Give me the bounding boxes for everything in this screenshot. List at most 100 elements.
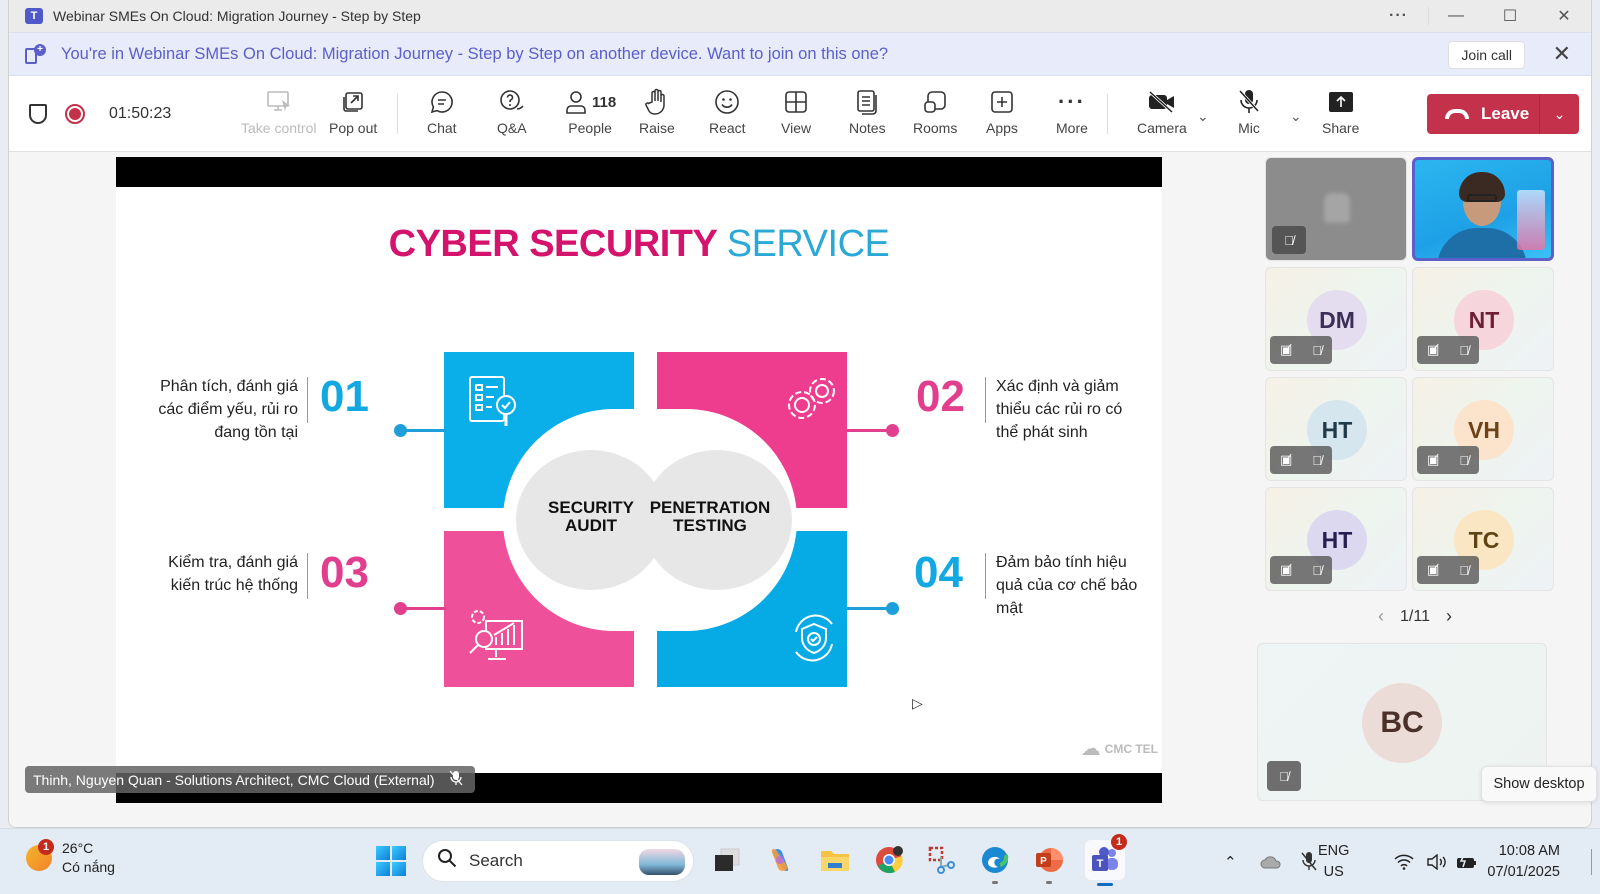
start-button-windows-icon[interactable] xyxy=(376,846,406,876)
wifi-icon[interactable] xyxy=(1394,829,1414,894)
teams-window: T Webinar SMEs On Cloud: Migration Journ… xyxy=(8,0,1592,828)
task-view-icon[interactable] xyxy=(710,843,744,877)
leave-options-chevron-icon[interactable]: ⌄ xyxy=(1539,94,1579,134)
svg-text:P: P xyxy=(1040,856,1047,867)
mic-off-icon: 🎙̸ xyxy=(1459,342,1469,358)
onedrive-cloud-icon[interactable] xyxy=(1260,829,1282,894)
participant-tile[interactable]: TC ▣̸🎙̸ xyxy=(1412,487,1554,591)
camera-mic-off-indicator: ▣̸🎙̸ xyxy=(1417,446,1479,474)
svg-text:T: T xyxy=(1097,858,1104,870)
view-button[interactable]: View xyxy=(781,86,811,146)
cloud-logo-icon: ☁ xyxy=(1080,738,1101,760)
item-03-description: Kiểm tra, đánh giá kiến trúc hệ thống xyxy=(168,554,298,594)
search-highlight-image xyxy=(639,849,685,875)
teams-taskbar-icon[interactable]: T 1 xyxy=(1085,834,1127,886)
raise-hand-button[interactable]: Raise xyxy=(639,86,675,146)
mic-off-icon xyxy=(1237,86,1261,118)
participant-tile[interactable]: HT ▣̸🎙̸ xyxy=(1265,377,1407,481)
notification-badge: 1 xyxy=(1111,834,1127,850)
mic-muted-icon xyxy=(449,770,463,789)
close-window-button[interactable]: ✕ xyxy=(1557,8,1571,25)
divider-line xyxy=(985,377,986,423)
battery-charging-icon[interactable] xyxy=(1456,829,1478,894)
add-app-icon xyxy=(990,86,1014,118)
edge-icon[interactable] xyxy=(978,843,1012,884)
camera-off-icon: ▣̸ xyxy=(1426,562,1440,577)
apps-button[interactable]: Apps xyxy=(986,86,1018,146)
weather-description: Có nắng xyxy=(62,859,115,875)
mic-off-icon: 🎙̸ xyxy=(1459,562,1469,578)
minimize-button[interactable]: — xyxy=(1448,7,1464,24)
powerpoint-icon[interactable]: P xyxy=(1032,843,1066,884)
chat-button[interactable]: Chat xyxy=(427,86,457,146)
input-language-indicator[interactable]: ENG US xyxy=(1318,843,1350,880)
camera-off-icon: ▣̸ xyxy=(1426,342,1440,357)
penetration-testing-circle xyxy=(642,450,792,590)
mic-options-chevron-icon[interactable]: ⌄ xyxy=(1290,108,1302,124)
connector-dot xyxy=(886,602,899,615)
participant-tile[interactable]: HT ▣̸🎙̸ xyxy=(1265,487,1407,591)
volume-icon[interactable] xyxy=(1426,829,1448,894)
mic-button[interactable]: Mic xyxy=(1237,86,1261,146)
active-indicator xyxy=(1097,883,1113,886)
meeting-timer: 01:50:23 xyxy=(109,105,172,122)
slide-title: CYBER SECURITY SERVICE xyxy=(388,223,890,265)
running-indicator xyxy=(1046,881,1052,884)
notes-button[interactable]: Notes xyxy=(849,86,886,146)
mic-off-icon: 🎙̸ xyxy=(1312,342,1322,358)
avatar: BC xyxy=(1362,683,1442,763)
show-hidden-icons-chevron-icon[interactable]: ⌃ xyxy=(1224,854,1237,871)
pop-out-button[interactable]: Pop out xyxy=(329,86,377,146)
page-indicator: 1/11 xyxy=(1400,607,1430,625)
leave-button[interactable]: Leave ⌄ xyxy=(1427,94,1579,134)
rooms-button[interactable]: Rooms xyxy=(913,86,957,146)
join-call-button[interactable]: Join call xyxy=(1448,41,1525,69)
camera-off-icon: ▣̸ xyxy=(1426,452,1440,467)
previous-page-chevron-icon[interactable]: ‹ xyxy=(1378,606,1385,626)
maximize-button[interactable]: ☐ xyxy=(1502,8,1518,25)
search-icon xyxy=(437,848,457,874)
avatar: DM xyxy=(1307,290,1367,350)
item-04-description: Đảm bảo tính hiệu quả của cơ chế bảo mật xyxy=(996,554,1138,617)
chrome-icon[interactable] xyxy=(872,843,906,877)
participant-tile[interactable]: 🎙̸ xyxy=(1265,157,1407,261)
snipping-tool-icon[interactable] xyxy=(925,843,959,877)
file-explorer-icon[interactable] xyxy=(818,843,852,877)
participant-tile[interactable]: VH ▣̸🎙̸ xyxy=(1412,377,1554,481)
show-desktop-button[interactable] xyxy=(1591,849,1592,875)
more-options-button[interactable]: ··· xyxy=(1369,7,1429,25)
system-clock[interactable]: 10:08 AM 07/01/2025 xyxy=(1487,843,1560,880)
connector-dot xyxy=(394,602,407,615)
blurred-avatar xyxy=(1324,193,1350,223)
camera-options-chevron-icon[interactable]: ⌄ xyxy=(1197,108,1209,124)
shield-icon[interactable] xyxy=(29,104,47,124)
participant-video-tile[interactable] xyxy=(1412,157,1554,261)
camera-button[interactable]: Camera xyxy=(1137,86,1187,146)
participant-tile[interactable]: DM ▣̸🎙̸ xyxy=(1265,267,1407,371)
qa-button[interactable]: Q&A xyxy=(497,86,527,146)
gallery-pager: ‹ 1/11 › xyxy=(1355,606,1475,627)
presentation-slide: CYBER SECURITY SERVICE SEC xyxy=(116,157,1162,803)
mic-off-icon: 🎙̸ xyxy=(1312,562,1322,578)
qa-icon xyxy=(498,86,526,118)
item-02-number: 02 xyxy=(916,372,965,421)
other-device-banner: + You're in Webinar SMEs On Cloud: Migra… xyxy=(9,32,1591,76)
react-button[interactable]: React xyxy=(709,86,746,146)
people-icon: 118 xyxy=(564,86,616,118)
taskbar-search-box[interactable]: Search xyxy=(422,840,694,882)
next-page-chevron-icon[interactable]: › xyxy=(1445,606,1452,626)
weather-sun-icon: 1 xyxy=(26,839,54,871)
copilot-icon[interactable] xyxy=(763,843,797,877)
camera-mic-off-indicator: ▣̸🎙̸ xyxy=(1270,556,1332,584)
participant-tile[interactable]: NT ▣̸🎙̸ xyxy=(1412,267,1554,371)
mic-muted-icon: 🎙̸ xyxy=(1272,226,1306,254)
more-button[interactable]: ··· More xyxy=(1056,86,1088,146)
weather-widget[interactable]: 1 26°C Có nắng xyxy=(26,839,115,877)
penetration-testing-label: PENETRATION TESTING xyxy=(649,498,771,535)
take-control-button[interactable]: Take control xyxy=(241,86,316,146)
close-banner-icon[interactable]: ✕ xyxy=(1552,41,1571,66)
camera-mic-off-indicator: ▣̸ 🎙̸ xyxy=(1417,556,1479,584)
mic-muted-tray-icon[interactable] xyxy=(1300,829,1318,894)
people-button[interactable]: 118 People xyxy=(564,86,616,146)
share-button[interactable]: Share xyxy=(1322,86,1359,146)
